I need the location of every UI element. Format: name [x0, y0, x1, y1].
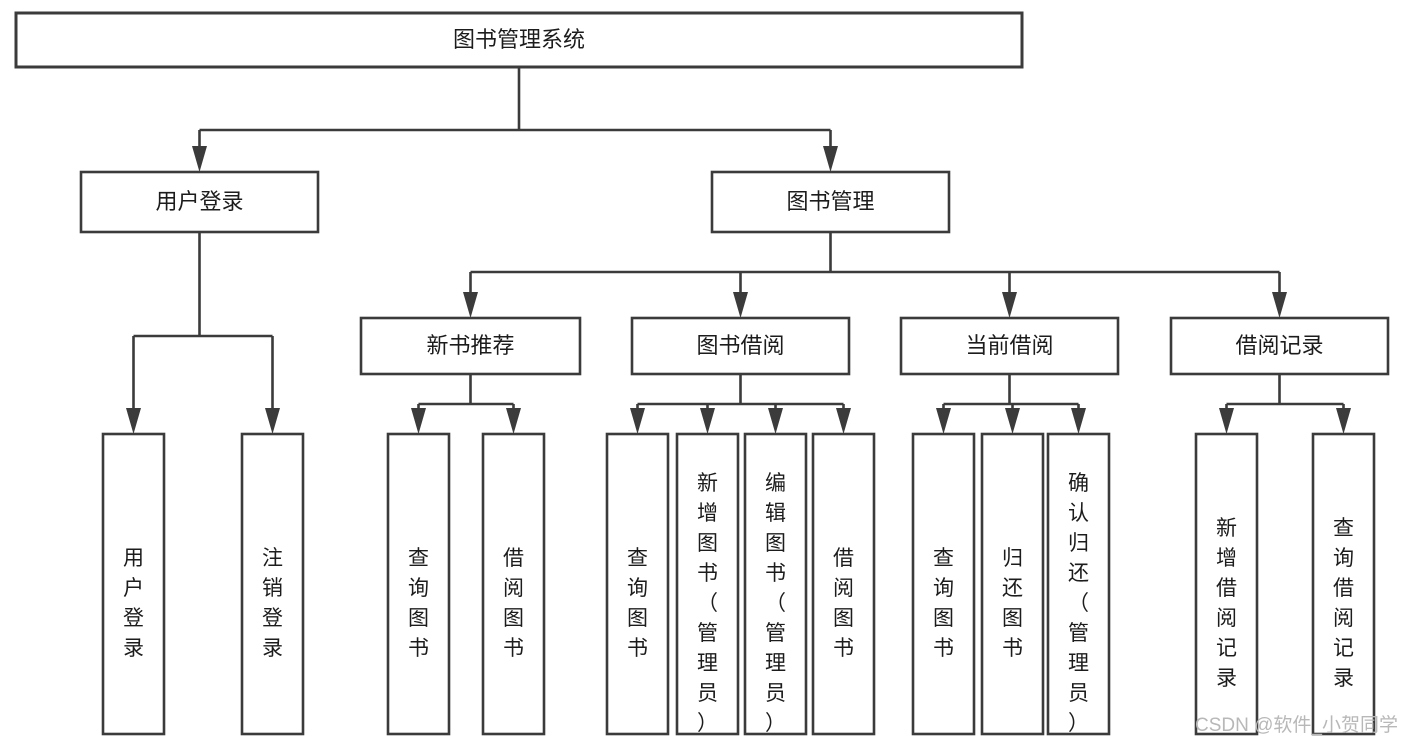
edge-newbookrec-to-leaves — [411, 374, 521, 434]
edge-borrowrecord-to-leaves — [1219, 374, 1351, 434]
node-user-login[interactable]: 用户登录 — [79, 170, 320, 234]
nodes-layer: 图书管理系统用户登录图书管理新书推荐图书借阅当前借阅借阅记录用户登录注销登录查询… — [14, 11, 1390, 736]
node-label-leaf-current-query-book: 查询图书 — [933, 547, 954, 660]
node-box-leaf-user-logout[interactable] — [240, 432, 305, 736]
edge-arrow-head-icon — [1002, 292, 1017, 318]
edge-arrow-head-icon — [823, 146, 838, 172]
node-box-leaf-borrow-borrow-book[interactable] — [811, 432, 876, 736]
node-label-leaf-current-confirm-return: 确认归还（管理员） — [1068, 472, 1089, 735]
node-label-leaf-user-logout: 注销登录 — [262, 547, 283, 660]
node-box-leaf-rec-query-book[interactable] — [386, 432, 451, 736]
node-leaf-borrow-edit-book[interactable]: 编辑图书（管理员） — [743, 432, 808, 736]
node-label-leaf-current-return-book: 归还图书 — [1002, 547, 1023, 660]
node-box-new-book-rec[interactable] — [359, 316, 582, 376]
edge-arrow-head-icon — [768, 408, 783, 434]
node-leaf-borrow-add-book[interactable]: 新增图书（管理员） — [675, 432, 740, 736]
node-leaf-current-return-book[interactable]: 归还图书 — [980, 432, 1045, 736]
edge-arrow-head-icon — [1272, 292, 1287, 318]
node-label-leaf-rec-borrow-book: 借阅图书 — [503, 547, 524, 660]
edge-bookmanage-to-level2 — [463, 232, 1287, 318]
node-leaf-record-query[interactable]: 查询借阅记录 — [1311, 432, 1376, 736]
edge-arrow-head-icon — [126, 408, 141, 434]
node-box-leaf-borrow-query-book[interactable] — [605, 432, 670, 736]
node-box-current-borrow[interactable] — [899, 316, 1120, 376]
node-new-book-rec[interactable]: 新书推荐 — [359, 316, 582, 376]
node-box-leaf-rec-borrow-book[interactable] — [481, 432, 546, 736]
node-leaf-current-query-book[interactable]: 查询图书 — [911, 432, 976, 736]
csdn-watermark: CSDN @软件_小贺同学 — [1195, 714, 1398, 736]
node-label-new-book-rec: 新书推荐 — [426, 333, 514, 358]
edge-arrow-head-icon — [836, 408, 851, 434]
node-box-leaf-record-add[interactable] — [1194, 432, 1259, 736]
node-box-book-borrow[interactable] — [630, 316, 851, 376]
edge-currentborrow-to-leaves — [936, 374, 1086, 434]
node-box-leaf-current-query-book[interactable] — [911, 432, 976, 736]
node-box-leaf-borrow-add-book[interactable] — [675, 432, 740, 736]
node-label-leaf-rec-query-book: 查询图书 — [408, 547, 429, 660]
node-leaf-current-confirm-return[interactable]: 确认归还（管理员） — [1046, 432, 1111, 736]
edge-arrow-head-icon — [936, 408, 951, 434]
node-book-manage[interactable]: 图书管理 — [710, 170, 951, 234]
edge-arrow-head-icon — [1336, 408, 1351, 434]
edge-root-to-level1 — [192, 67, 838, 172]
edge-arrow-head-icon — [1071, 408, 1086, 434]
node-label-leaf-record-query: 查询借阅记录 — [1333, 517, 1354, 690]
node-box-root[interactable] — [14, 11, 1024, 69]
node-label-current-borrow: 当前借阅 — [965, 333, 1053, 358]
node-box-borrow-record[interactable] — [1169, 316, 1390, 376]
edge-bookborrow-to-leaves — [630, 374, 851, 434]
node-label-leaf-borrow-borrow-book: 借阅图书 — [833, 547, 854, 660]
node-leaf-rec-query-book[interactable]: 查询图书 — [386, 432, 451, 736]
edge-arrow-head-icon — [1219, 408, 1234, 434]
node-label-leaf-record-add: 新增借阅记录 — [1216, 517, 1237, 690]
node-leaf-user-login[interactable]: 用户登录 — [101, 432, 166, 736]
node-root[interactable]: 图书管理系统 — [14, 11, 1024, 69]
node-label-root: 图书管理系统 — [453, 27, 585, 52]
edge-arrow-head-icon — [265, 408, 280, 434]
node-leaf-borrow-borrow-book[interactable]: 借阅图书 — [811, 432, 876, 736]
edge-arrow-head-icon — [630, 408, 645, 434]
edge-arrow-head-icon — [506, 408, 521, 434]
node-label-leaf-borrow-query-book: 查询图书 — [627, 547, 648, 660]
edge-userlogin-to-leaves — [126, 232, 280, 434]
edge-arrow-head-icon — [1005, 408, 1020, 434]
node-leaf-record-add[interactable]: 新增借阅记录 — [1194, 432, 1259, 736]
node-label-leaf-borrow-edit-book: 编辑图书（管理员） — [765, 472, 786, 735]
edge-arrow-head-icon — [411, 408, 426, 434]
node-box-leaf-record-query[interactable] — [1311, 432, 1376, 736]
edge-arrow-head-icon — [463, 292, 478, 318]
node-label-borrow-record: 借阅记录 — [1235, 333, 1323, 358]
node-borrow-record[interactable]: 借阅记录 — [1169, 316, 1390, 376]
edge-arrow-head-icon — [192, 146, 207, 172]
node-leaf-user-logout[interactable]: 注销登录 — [240, 432, 305, 736]
node-label-leaf-user-login: 用户登录 — [123, 547, 144, 660]
node-box-leaf-current-confirm-return[interactable] — [1046, 432, 1111, 736]
node-label-user-login: 用户登录 — [155, 189, 243, 214]
node-current-borrow[interactable]: 当前借阅 — [899, 316, 1120, 376]
edge-arrow-head-icon — [700, 408, 715, 434]
edge-arrow-head-icon — [733, 292, 748, 318]
node-box-leaf-borrow-edit-book[interactable] — [743, 432, 808, 736]
edges-layer — [126, 67, 1351, 434]
node-label-leaf-borrow-add-book: 新增图书（管理员） — [697, 472, 718, 735]
node-box-leaf-current-return-book[interactable] — [980, 432, 1045, 736]
node-box-leaf-user-login[interactable] — [101, 432, 166, 736]
node-box-user-login[interactable] — [79, 170, 320, 234]
node-leaf-borrow-query-book[interactable]: 查询图书 — [605, 432, 670, 736]
node-label-book-borrow: 图书借阅 — [696, 333, 784, 358]
node-box-book-manage[interactable] — [710, 170, 951, 234]
node-label-book-manage: 图书管理 — [786, 189, 874, 214]
node-book-borrow[interactable]: 图书借阅 — [630, 316, 851, 376]
node-leaf-rec-borrow-book[interactable]: 借阅图书 — [481, 432, 546, 736]
